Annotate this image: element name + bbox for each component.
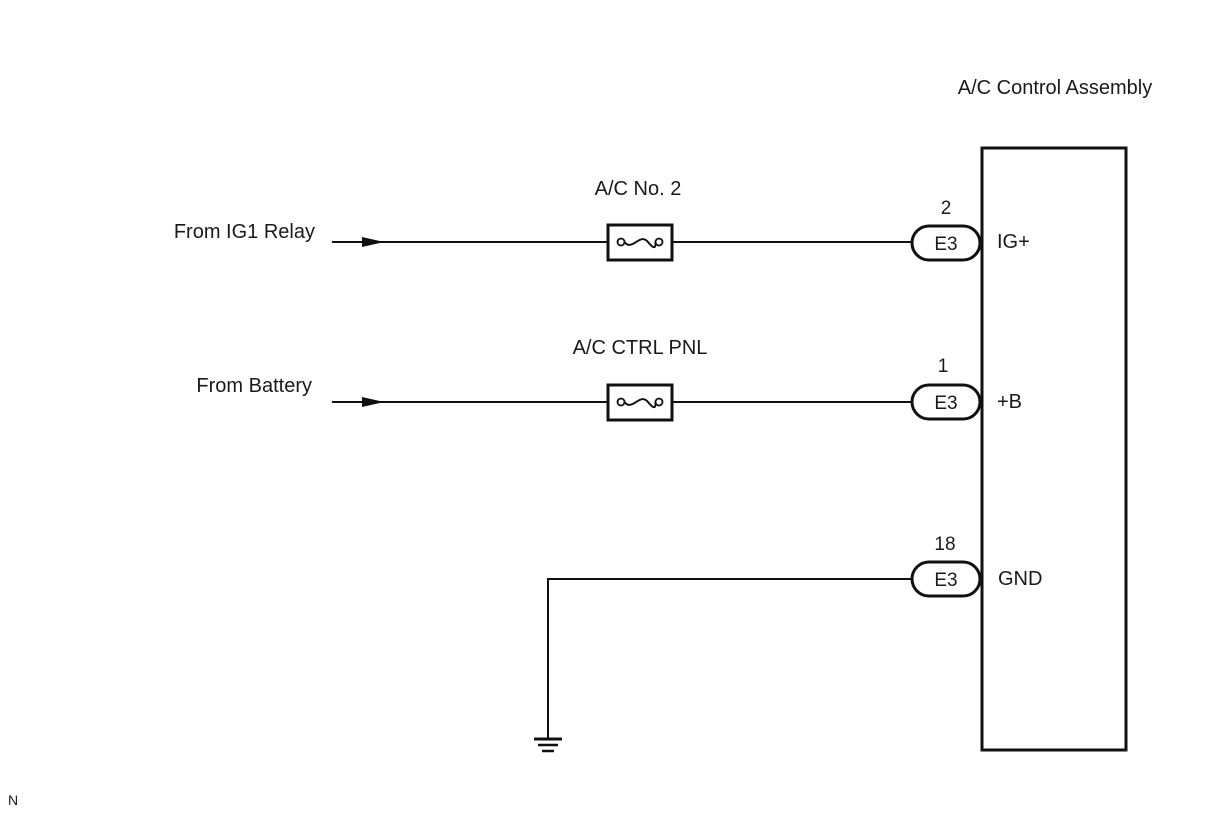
pin-number-battery: 1 bbox=[938, 356, 949, 377]
pin-number-ground: 18 bbox=[934, 534, 955, 555]
connector-label: E3 bbox=[934, 570, 957, 591]
connector-e3-ig1 bbox=[910, 224, 982, 262]
fuse-label-ig1: A/C No. 2 bbox=[595, 178, 682, 200]
terminal-ig-plus: IG+ bbox=[997, 231, 1030, 253]
terminal-gnd: GND bbox=[998, 568, 1042, 590]
connector-e3-battery bbox=[910, 383, 982, 421]
connector-label: E3 bbox=[934, 234, 957, 255]
source-label-ig1: From IG1 Relay bbox=[174, 221, 315, 243]
pin-number-ig1: 2 bbox=[941, 198, 952, 219]
ground-icon bbox=[534, 737, 562, 753]
fuse-icon bbox=[606, 383, 674, 422]
fuse-icon bbox=[606, 223, 674, 262]
footnote-label: N bbox=[8, 792, 18, 808]
circuit-ground: 18 E3 GND bbox=[534, 534, 1042, 753]
component-title: A/C Control Assembly bbox=[958, 77, 1153, 99]
source-label-battery: From Battery bbox=[196, 375, 312, 397]
circuit-ig1: From IG1 Relay A/C No. 2 2 E3 IG+ bbox=[174, 178, 1030, 262]
circuit-battery: From Battery A/C CTRL PNL 1 E3 +B bbox=[196, 337, 1022, 422]
connector-e3-ground bbox=[910, 560, 982, 598]
terminal-plus-b: +B bbox=[997, 391, 1022, 413]
ac-control-assembly-box bbox=[980, 146, 1128, 752]
connector-label: E3 bbox=[934, 393, 957, 414]
arrow-icon bbox=[362, 397, 384, 407]
fuse-label-battery: A/C CTRL PNL bbox=[573, 337, 708, 359]
arrow-icon bbox=[362, 237, 384, 247]
wire bbox=[547, 578, 912, 738]
